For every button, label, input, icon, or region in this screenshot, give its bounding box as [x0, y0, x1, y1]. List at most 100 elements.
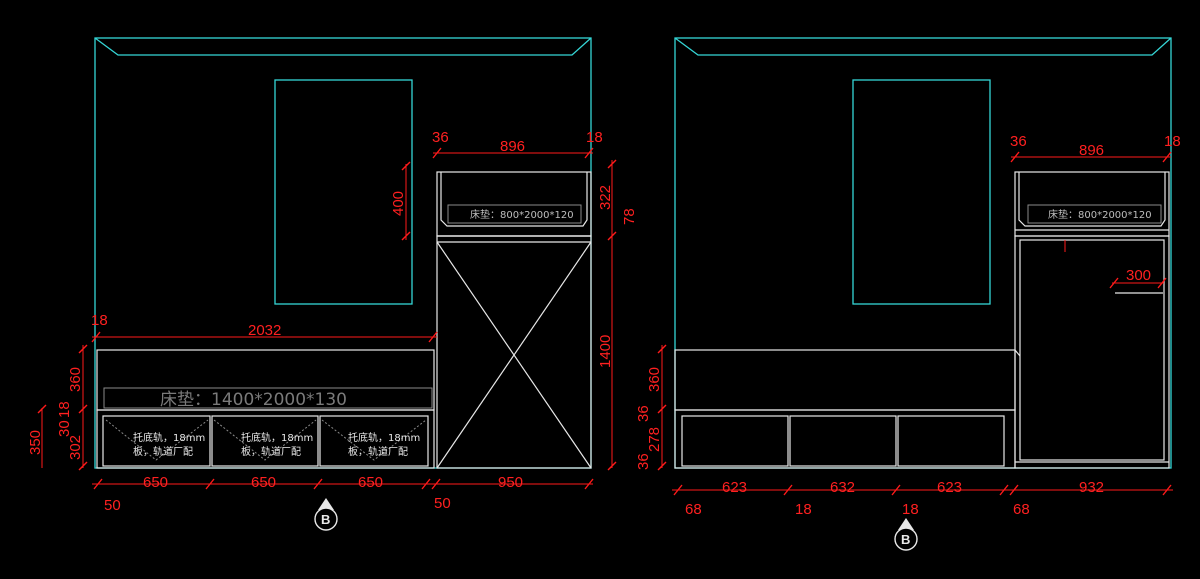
- drawer-r2: [789, 415, 897, 467]
- mattress-small-label-right: 床垫：800*2000*120: [1048, 208, 1152, 221]
- dim-18-b: 18: [902, 501, 919, 518]
- lower-cabinet: [436, 235, 592, 469]
- drawer-3-label-1: 托底轨，18mm: [348, 431, 420, 444]
- mattress-small-box-right: [1027, 204, 1162, 224]
- tick: [1109, 277, 1119, 289]
- wall-outline-right: [674, 37, 1172, 469]
- dim-650-2: 650: [251, 474, 276, 491]
- dim-68-right: 68: [1013, 501, 1030, 518]
- dim-623-2: 623: [937, 479, 962, 496]
- drawer-base: [96, 409, 435, 469]
- window-frame: [274, 79, 413, 305]
- tick: [607, 461, 617, 471]
- section-marker-left[interactable]: B: [314, 498, 338, 531]
- tick: [431, 478, 441, 490]
- tick: [78, 404, 88, 414]
- tick: [584, 147, 594, 159]
- dim-2032: 2032: [248, 322, 281, 339]
- dim-632: 632: [830, 479, 855, 496]
- dim-top-right: 18: [586, 129, 603, 146]
- dim-650-3: 650: [358, 474, 383, 491]
- upper-bed-rail-right: [1018, 172, 1166, 227]
- drawer-base-right: [674, 409, 1016, 469]
- drawer-2-label-1: 托底轨，18mm: [241, 431, 313, 444]
- drawer-2: [211, 415, 319, 467]
- dim-350: 350: [27, 430, 44, 455]
- drawer-3-label-2: 板，轨道厂配: [348, 445, 408, 458]
- tick: [1162, 484, 1172, 496]
- dim-18-side: 18: [56, 401, 73, 418]
- tick: [421, 478, 431, 490]
- dim-360-right: 360: [646, 367, 663, 392]
- right-dimensions: 896 36 18 360 36 278 36 623 632 623 932 …: [635, 133, 1181, 518]
- dim-30: 30: [56, 420, 73, 437]
- mattress-small-label: 床垫：800*2000*120: [470, 208, 574, 221]
- tick: [999, 484, 1009, 496]
- ceiling-line-right: [674, 37, 1172, 56]
- mattress-large-box: [103, 387, 433, 409]
- dim-300: 300: [1126, 267, 1151, 284]
- tick: [1157, 277, 1167, 289]
- section-marker-right[interactable]: B: [894, 518, 918, 551]
- left-elevation: 床垫：800*2000*120 床垫：1400*2000*130 托底轨，18m…: [27, 37, 638, 531]
- dim-18-a: 18: [795, 501, 812, 518]
- bed-corner: [1014, 349, 1021, 357]
- marker-circle: [314, 507, 338, 531]
- left-dimensions: 896 36 18 400 322 78 1400 2032 18 360: [27, 129, 638, 514]
- marker-arrow: [318, 498, 334, 510]
- tick: [428, 331, 438, 343]
- dim-top-left: 36: [432, 129, 449, 146]
- drawer-2-swing: [213, 419, 317, 461]
- dim-950: 950: [498, 474, 523, 491]
- tick: [205, 478, 215, 490]
- tick: [673, 484, 683, 496]
- drawer-3-swing: [321, 419, 427, 461]
- dim-1400: 1400: [597, 335, 614, 368]
- drawer-1-swing: [105, 419, 209, 461]
- drawer-3: [319, 415, 429, 467]
- tick: [78, 461, 88, 471]
- dim-50-left: 50: [104, 497, 121, 514]
- tick: [584, 478, 594, 490]
- drawer-1-label-1: 托底轨，18mm: [133, 431, 205, 444]
- mattress-large-label: 床垫：1400*2000*130: [160, 390, 347, 410]
- tick: [401, 161, 411, 171]
- dim-68-left: 68: [685, 501, 702, 518]
- wardrobe-inner: [1019, 239, 1165, 461]
- tick: [93, 478, 103, 490]
- tick: [657, 461, 667, 471]
- dim-650-1: 650: [143, 474, 168, 491]
- mattress-small-box: [447, 204, 582, 224]
- tick: [891, 484, 901, 496]
- tick: [1010, 151, 1020, 163]
- dim-50-right: 50: [434, 495, 451, 512]
- dim-932: 932: [1079, 479, 1104, 496]
- dim-top-width-right: 896: [1079, 142, 1104, 159]
- window-frame-right: [852, 79, 991, 305]
- marker-circle-right: [894, 527, 918, 551]
- marker-arrow-right: [898, 518, 914, 530]
- dim-36a-right: 36: [635, 405, 652, 422]
- dim-360: 360: [67, 367, 84, 392]
- dim-322: 322: [597, 185, 614, 210]
- dim-400: 400: [390, 191, 407, 216]
- dim-78: 78: [621, 208, 638, 225]
- marker-letter: B: [321, 512, 330, 527]
- tick: [401, 231, 411, 241]
- drawer-r1: [681, 415, 789, 467]
- tick: [1162, 151, 1172, 163]
- tick: [313, 478, 323, 490]
- dim-623-1: 623: [722, 479, 747, 496]
- dim-18-top: 18: [91, 312, 108, 329]
- ceiling-line: [94, 37, 592, 56]
- dim-top-right-right: 18: [1164, 133, 1181, 150]
- upper-bed-rail: [440, 172, 588, 227]
- dim-36b-right: 36: [635, 453, 652, 470]
- dim-278-right: 278: [646, 427, 663, 452]
- tick: [37, 404, 47, 414]
- drawer-2-label-2: 板，轨道厂配: [241, 445, 301, 458]
- drawer-1-label-2: 板，轨道厂配: [133, 445, 193, 458]
- right-elevation: 床垫：800*2000*120 300 896 36 18: [635, 37, 1181, 551]
- dim-302: 302: [67, 435, 84, 460]
